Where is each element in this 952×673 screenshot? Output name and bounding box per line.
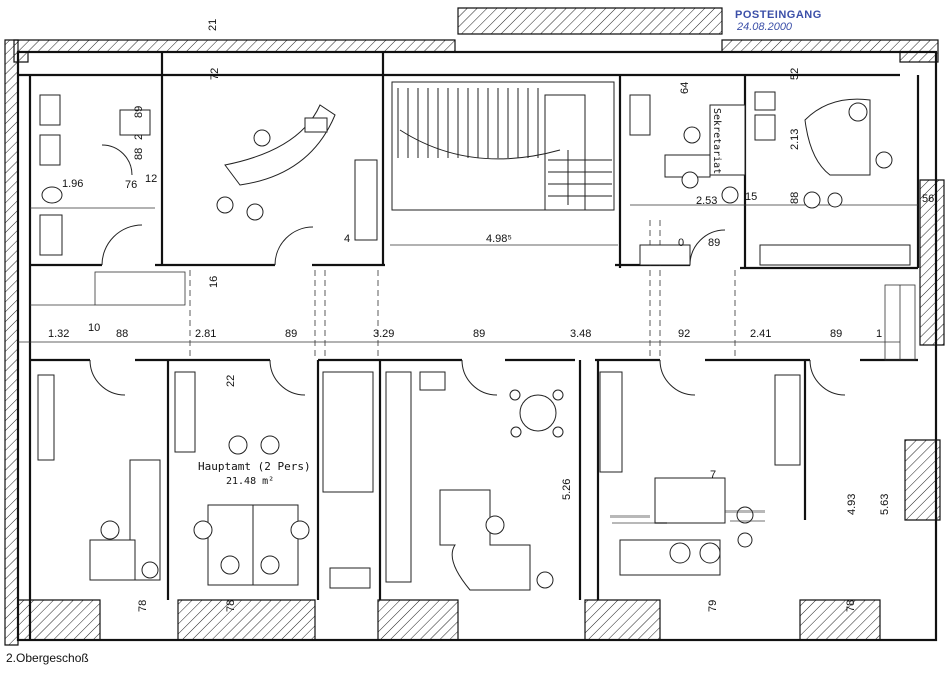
dim-88-top: 88 bbox=[133, 148, 145, 160]
dim-89-a: 89 bbox=[285, 328, 297, 340]
dim-56: 56 bbox=[922, 193, 934, 205]
dim-0: 0 bbox=[678, 237, 684, 249]
dim-64: 64 bbox=[679, 82, 691, 94]
dim-1-96: 1.96 bbox=[62, 178, 83, 190]
furniture bbox=[37, 91, 911, 591]
dim-2-13: 2.13 bbox=[789, 129, 801, 150]
dim-3-29: 3.29 bbox=[373, 328, 394, 340]
dim-78-b: 78 bbox=[225, 600, 237, 612]
dim-10: 10 bbox=[88, 322, 100, 334]
dim-76: 76 bbox=[125, 179, 137, 191]
dim-3-48: 3.48 bbox=[570, 328, 591, 340]
stairwell bbox=[391, 81, 615, 211]
dim-52: 52 bbox=[789, 68, 801, 80]
dim-12: 12 bbox=[145, 173, 157, 185]
stamp-title: POSTEINGANG bbox=[735, 9, 822, 21]
dim-88: 88 bbox=[116, 328, 128, 340]
stamp-date: 24.08.2000 bbox=[737, 21, 793, 33]
wc-fixtures bbox=[39, 94, 151, 256]
room-label-secretariat: Sekretariat bbox=[711, 108, 722, 174]
dim-4-93: 4.93 bbox=[846, 494, 858, 515]
dim-5-26: 5.26 bbox=[561, 479, 573, 500]
upper-dimensions: 21 72 89 2 88 1.96 76 12 4 4.98⁵ 16 64 5… bbox=[62, 19, 934, 288]
corridor-dimensions: 1.32 10 88 2.81 89 3.29 89 3.48 92 2.41 … bbox=[48, 322, 882, 340]
lower-dimensions: 22 5.26 4.93 5.63 78 78 79 78 7 bbox=[137, 375, 891, 612]
dim-78-a: 78 bbox=[137, 600, 149, 612]
dim-7: 7 bbox=[710, 469, 716, 481]
dim-4: 4 bbox=[344, 233, 350, 245]
received-stamp: POSTEINGANG 24.08.2000 bbox=[735, 9, 822, 33]
dim-89-c: 89 bbox=[830, 328, 842, 340]
room-label-main-office: Hauptamt (2 Pers) bbox=[198, 460, 311, 473]
print-noise bbox=[610, 510, 765, 524]
room-area-main-office: 21.48 m² bbox=[226, 476, 274, 487]
dim-89-right: 89 bbox=[708, 237, 720, 249]
dim-88-right: 88 bbox=[789, 192, 801, 204]
dim-89-top: 89 bbox=[133, 106, 145, 118]
roof-hatching bbox=[4, 7, 945, 646]
dim-5-63: 5.63 bbox=[879, 494, 891, 515]
dim-78-c: 78 bbox=[845, 600, 857, 612]
dim-89-b: 89 bbox=[473, 328, 485, 340]
dim-2-53: 2.53 bbox=[696, 195, 717, 207]
door-swings bbox=[89, 144, 846, 396]
room-labels: Hauptamt (2 Pers) 21.48 m² Sekretariat bbox=[198, 108, 722, 487]
dim-92: 92 bbox=[678, 328, 690, 340]
dim-2-41: 2.41 bbox=[750, 328, 771, 340]
dim-79: 79 bbox=[707, 600, 719, 612]
dim-72: 72 bbox=[209, 68, 221, 80]
dim-15: 15 bbox=[745, 191, 757, 203]
dim-1-32: 1.32 bbox=[48, 328, 69, 340]
dim-16: 16 bbox=[208, 276, 220, 288]
dim-2-81: 2.81 bbox=[195, 328, 216, 340]
dim-22: 22 bbox=[225, 375, 237, 387]
walls bbox=[16, 50, 938, 642]
dim-1: 1 bbox=[876, 328, 882, 340]
dim-4-98: 4.98⁵ bbox=[486, 233, 512, 245]
dim-2: 2 bbox=[133, 134, 145, 140]
floor-caption: 2.Obergeschoß bbox=[6, 651, 89, 665]
construction-lines bbox=[18, 204, 918, 361]
dim-21: 21 bbox=[207, 19, 219, 31]
